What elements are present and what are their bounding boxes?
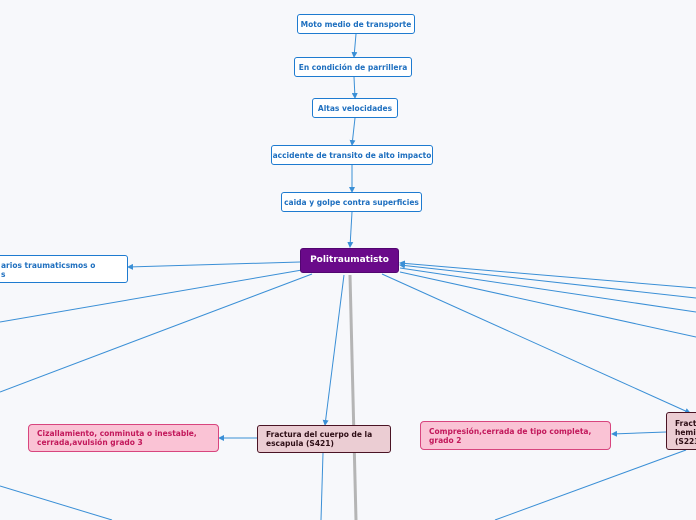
node-fractura-escapula[interactable]: Fractura del cuerpo de la escapula (S421… (257, 425, 391, 453)
node-caida-golpe[interactable]: caida y golpe contra superficies (281, 192, 422, 212)
node-fractura-hemi[interactable]: Fract hemi (S223 (666, 412, 696, 450)
node-root-politraumatisto[interactable]: Politraumatisto (300, 248, 399, 273)
connector-right-1 (399, 260, 696, 289)
cizallamiento-label: Cizallamiento, conminuta o inestable, ce… (37, 429, 197, 447)
escapula-label: Fractura del cuerpo de la escapula (S421… (266, 430, 373, 448)
connector-caida-root (347, 211, 354, 248)
connector-fract-down (494, 449, 687, 520)
connector-root-left-2 (0, 273, 313, 393)
fract-line-2: hemi (675, 428, 696, 437)
node-compresion[interactable]: Compresión,cerrada de tipo completa, gra… (420, 421, 611, 450)
connector-right-3 (399, 267, 696, 313)
connector-root-left-1 (0, 269, 303, 323)
trunk-line (348, 274, 358, 520)
connector-right-4 (399, 271, 696, 338)
node-condicion-parrillera[interactable]: En condición de parrillera (294, 57, 412, 77)
compresion-label: Compresión,cerrada de tipo completa, gra… (429, 426, 592, 445)
fract-line-3: (S223 (675, 437, 696, 446)
connector-parrillera-velocidades (351, 76, 358, 99)
connector-root-escapula (322, 274, 345, 426)
connector-root-varios (127, 261, 301, 270)
node-cizallamiento[interactable]: Cizallamiento, conminuta o inestable, ce… (28, 424, 219, 452)
fract-line-1: Fract (675, 419, 696, 428)
connector-root-fract (381, 273, 691, 414)
connector-escapula-down (320, 452, 324, 520)
node-accidente-transito[interactable]: accidente de transito de alto impacto (271, 145, 433, 165)
connector-moto-parrillera (351, 33, 358, 58)
varios-line-1: arios traumaticsmos o (1, 261, 96, 270)
connector-velocidades-accidente (349, 117, 356, 146)
connector-left-lower (0, 485, 113, 520)
node-altas-velocidades[interactable]: Altas velocidades (312, 98, 398, 118)
node-moto-medio-transporte[interactable]: Moto medio de transporte (297, 14, 415, 34)
node-varios-traumatismos[interactable]: arios traumaticsmos o s (0, 255, 128, 283)
connector-fract-compresion (611, 430, 667, 437)
connector-right-2 (399, 262, 696, 299)
varios-line-2: s (1, 270, 6, 279)
